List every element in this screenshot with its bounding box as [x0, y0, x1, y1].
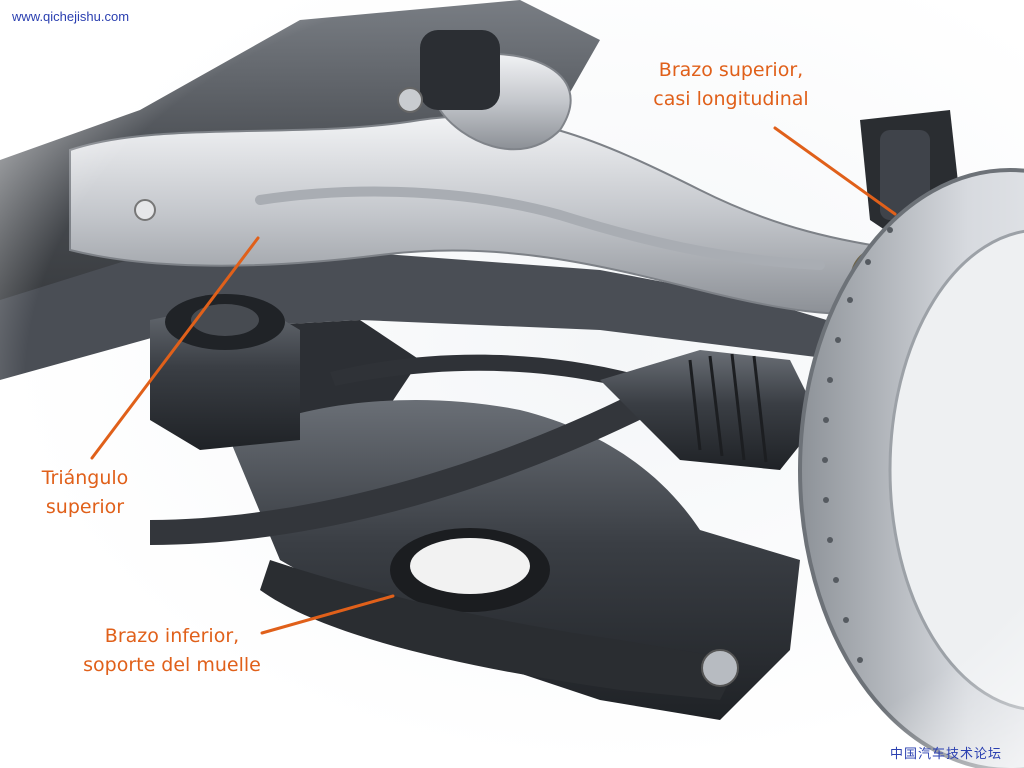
callout-line: Brazo inferior,	[104, 625, 240, 647]
callout-line: Triángulo	[41, 467, 129, 489]
watermark-forum: 中国汽车技术论坛	[889, 747, 1002, 762]
callout-lower-arm: Brazo inferior, soporte del muelle	[52, 622, 292, 680]
watermark-url: www.qichejishu.com	[12, 9, 130, 24]
callout-upper-longitudinal-arm: Brazo superior, casi longitudinal	[618, 56, 844, 114]
callout-line: casi longitudinal	[653, 88, 809, 110]
leader-line-lower-arm	[260, 594, 395, 635]
leader-lines	[90, 126, 897, 635]
leader-line-upper-longitudinal	[773, 126, 897, 216]
callout-line: soporte del muelle	[83, 654, 261, 676]
callout-line: Brazo superior,	[658, 59, 804, 81]
leader-line-upper-wishbone	[90, 236, 260, 460]
callout-upper-wishbone: Triángulo superior	[10, 464, 160, 522]
callout-line: superior	[45, 496, 125, 518]
